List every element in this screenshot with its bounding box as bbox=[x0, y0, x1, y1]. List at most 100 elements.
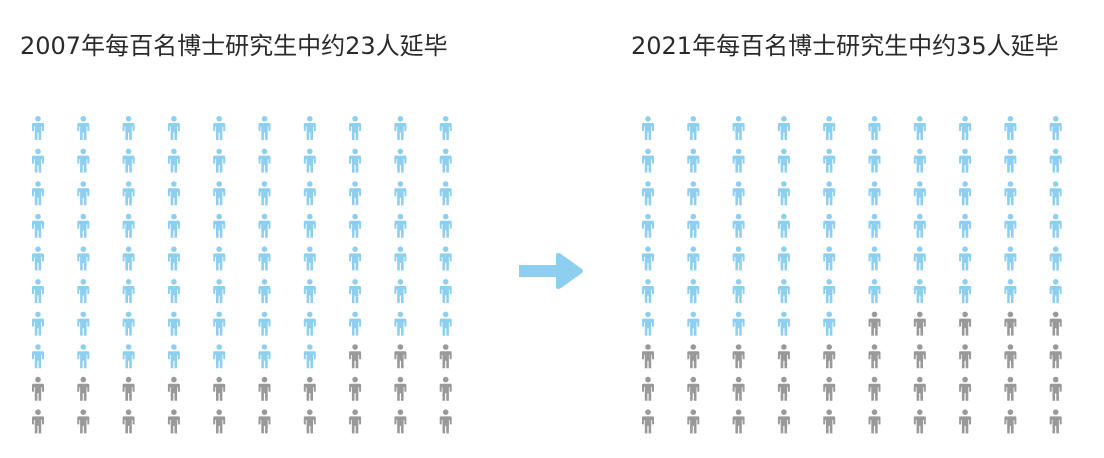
person-icon-on-time bbox=[349, 148, 362, 173]
person-icon-on-time bbox=[213, 344, 226, 369]
person-icon-on-time bbox=[777, 311, 790, 336]
person-icon-delayed bbox=[823, 409, 836, 434]
person-icon-on-time bbox=[349, 213, 362, 238]
person-icon-on-time bbox=[868, 116, 881, 140]
person-icon-on-time bbox=[167, 279, 180, 303]
person-icon-delayed bbox=[777, 376, 790, 401]
person-icon-on-time bbox=[32, 181, 44, 206]
person-icon-on-time bbox=[32, 279, 44, 303]
person-icon-on-time bbox=[687, 279, 700, 303]
person-icon-on-time bbox=[77, 344, 90, 369]
person-icon-delayed bbox=[823, 344, 836, 369]
person-icon-delayed bbox=[868, 311, 881, 336]
person-icon-on-time bbox=[777, 116, 790, 140]
pictograph-2021 bbox=[642, 116, 1062, 434]
person-icon-delayed bbox=[868, 409, 881, 434]
person-icon-on-time bbox=[642, 311, 654, 336]
person-icon-delayed bbox=[642, 344, 654, 369]
person-icon-on-time bbox=[1004, 148, 1017, 173]
person-icon-on-time bbox=[213, 116, 226, 140]
person-icon-delayed bbox=[959, 376, 972, 401]
person-icon-on-time bbox=[642, 148, 654, 173]
person-icon-on-time bbox=[122, 246, 135, 271]
person-icon-on-time bbox=[303, 344, 316, 369]
person-icon-on-time bbox=[823, 246, 836, 271]
person-icon-on-time bbox=[167, 181, 180, 206]
person-icon-on-time bbox=[303, 213, 316, 238]
person-icon-delayed bbox=[732, 344, 745, 369]
person-icon-delayed bbox=[394, 344, 407, 369]
person-icon-on-time bbox=[303, 116, 316, 140]
person-icon-on-time bbox=[77, 116, 90, 140]
person-icon-on-time bbox=[777, 148, 790, 173]
person-icon-on-time bbox=[349, 311, 362, 336]
person-icon-on-time bbox=[349, 181, 362, 206]
person-icon-on-time bbox=[32, 311, 44, 336]
person-icon-delayed bbox=[959, 311, 972, 336]
person-icon-delayed bbox=[122, 376, 135, 401]
person-icon-on-time bbox=[77, 181, 90, 206]
person-icon-delayed bbox=[913, 409, 926, 434]
person-icon-on-time bbox=[959, 213, 972, 238]
person-icon-delayed bbox=[959, 409, 972, 434]
person-icon-on-time bbox=[1004, 181, 1017, 206]
person-icon-on-time bbox=[122, 311, 135, 336]
person-icon-on-time bbox=[213, 213, 226, 238]
person-icon-on-time bbox=[167, 311, 180, 336]
person-icon-on-time bbox=[349, 279, 362, 303]
person-icon-on-time bbox=[823, 213, 836, 238]
person-icon-on-time bbox=[77, 246, 90, 271]
person-icon-on-time bbox=[1004, 213, 1017, 238]
person-icon-on-time bbox=[32, 213, 44, 238]
person-icon-on-time bbox=[213, 279, 226, 303]
person-icon-delayed bbox=[349, 344, 362, 369]
person-icon-delayed bbox=[167, 376, 180, 401]
person-icon-on-time bbox=[777, 279, 790, 303]
person-icon-on-time bbox=[1004, 279, 1017, 303]
person-icon-on-time bbox=[868, 213, 881, 238]
arrow-shape bbox=[519, 253, 583, 289]
person-icon-on-time bbox=[77, 279, 90, 303]
person-icon-on-time bbox=[258, 344, 271, 369]
person-icon-delayed bbox=[349, 376, 362, 401]
person-icon-on-time bbox=[732, 213, 745, 238]
person-icon-delayed bbox=[868, 344, 881, 369]
person-icon-delayed bbox=[1004, 344, 1017, 369]
person-icon-on-time bbox=[439, 246, 452, 271]
person-icon-on-time bbox=[167, 148, 180, 173]
person-icon-on-time bbox=[732, 148, 745, 173]
person-icon-on-time bbox=[394, 246, 407, 271]
person-icon-on-time bbox=[913, 148, 926, 173]
person-icon-on-time bbox=[394, 311, 407, 336]
person-icon-on-time bbox=[732, 311, 745, 336]
person-icon-on-time bbox=[913, 181, 926, 206]
person-icon-delayed bbox=[732, 376, 745, 401]
person-icon-delayed bbox=[687, 376, 700, 401]
person-icon-delayed bbox=[913, 376, 926, 401]
person-icon-on-time bbox=[258, 246, 271, 271]
person-icon-delayed bbox=[1004, 409, 1017, 434]
person-icon-delayed bbox=[77, 409, 90, 434]
person-icon-delayed bbox=[1004, 311, 1017, 336]
arrow-right-icon bbox=[519, 253, 583, 289]
person-icon-on-time bbox=[823, 116, 836, 140]
person-icon-delayed bbox=[777, 409, 790, 434]
person-icon-on-time bbox=[732, 246, 745, 271]
pictograph-2007 bbox=[32, 116, 452, 434]
person-icon-on-time bbox=[213, 181, 226, 206]
person-icon-on-time bbox=[687, 116, 700, 140]
person-icon-on-time bbox=[868, 279, 881, 303]
person-icon-on-time bbox=[913, 213, 926, 238]
person-icon-on-time bbox=[77, 213, 90, 238]
person-icon-on-time bbox=[167, 213, 180, 238]
person-icon-delayed bbox=[303, 409, 316, 434]
person-icon-on-time bbox=[32, 148, 44, 173]
person-icon-on-time bbox=[77, 311, 90, 336]
person-icon-on-time bbox=[394, 213, 407, 238]
person-icon-on-time bbox=[303, 181, 316, 206]
person-icon-delayed bbox=[394, 409, 407, 434]
person-icon-delayed bbox=[1004, 376, 1017, 401]
person-icon-on-time bbox=[1049, 148, 1062, 173]
person-icon-on-time bbox=[167, 116, 180, 140]
person-icon-delayed bbox=[439, 376, 452, 401]
